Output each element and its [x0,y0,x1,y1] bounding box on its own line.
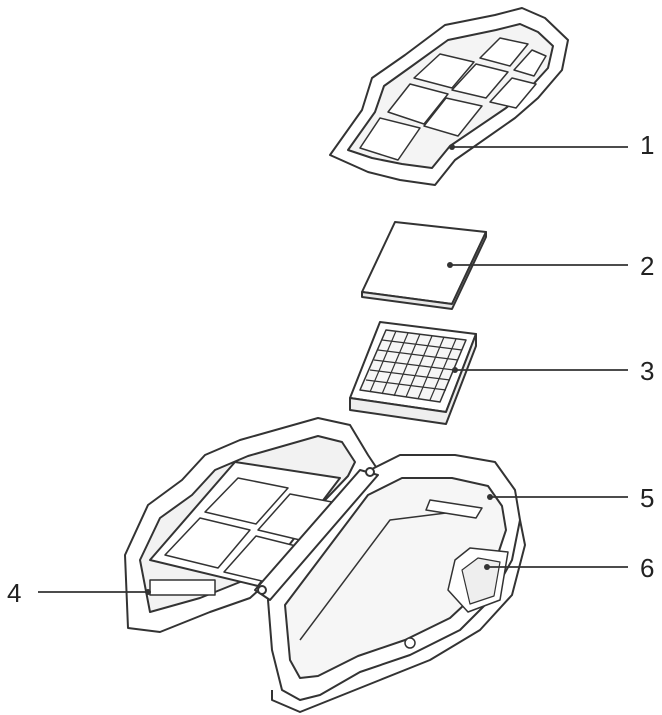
leader-dot-5 [487,494,493,500]
leader-dot-4 [145,589,151,595]
callout-label-4: 4 [7,578,22,608]
callout-label-1: 1 [640,130,655,160]
filter-sheet [361,221,487,310]
hepa-filter [349,321,477,425]
filter-frame [329,7,569,186]
callout-label-2: 2 [640,251,655,281]
leader-dot-1 [449,144,455,150]
callout-label-3: 3 [640,356,655,386]
callout-label-6: 6 [640,553,655,583]
leader-dot-2 [447,262,453,268]
dust-bin [124,417,526,713]
leader-dot-6 [484,564,490,570]
leader-dot-3 [452,367,458,373]
callout-label-5: 5 [640,483,655,513]
